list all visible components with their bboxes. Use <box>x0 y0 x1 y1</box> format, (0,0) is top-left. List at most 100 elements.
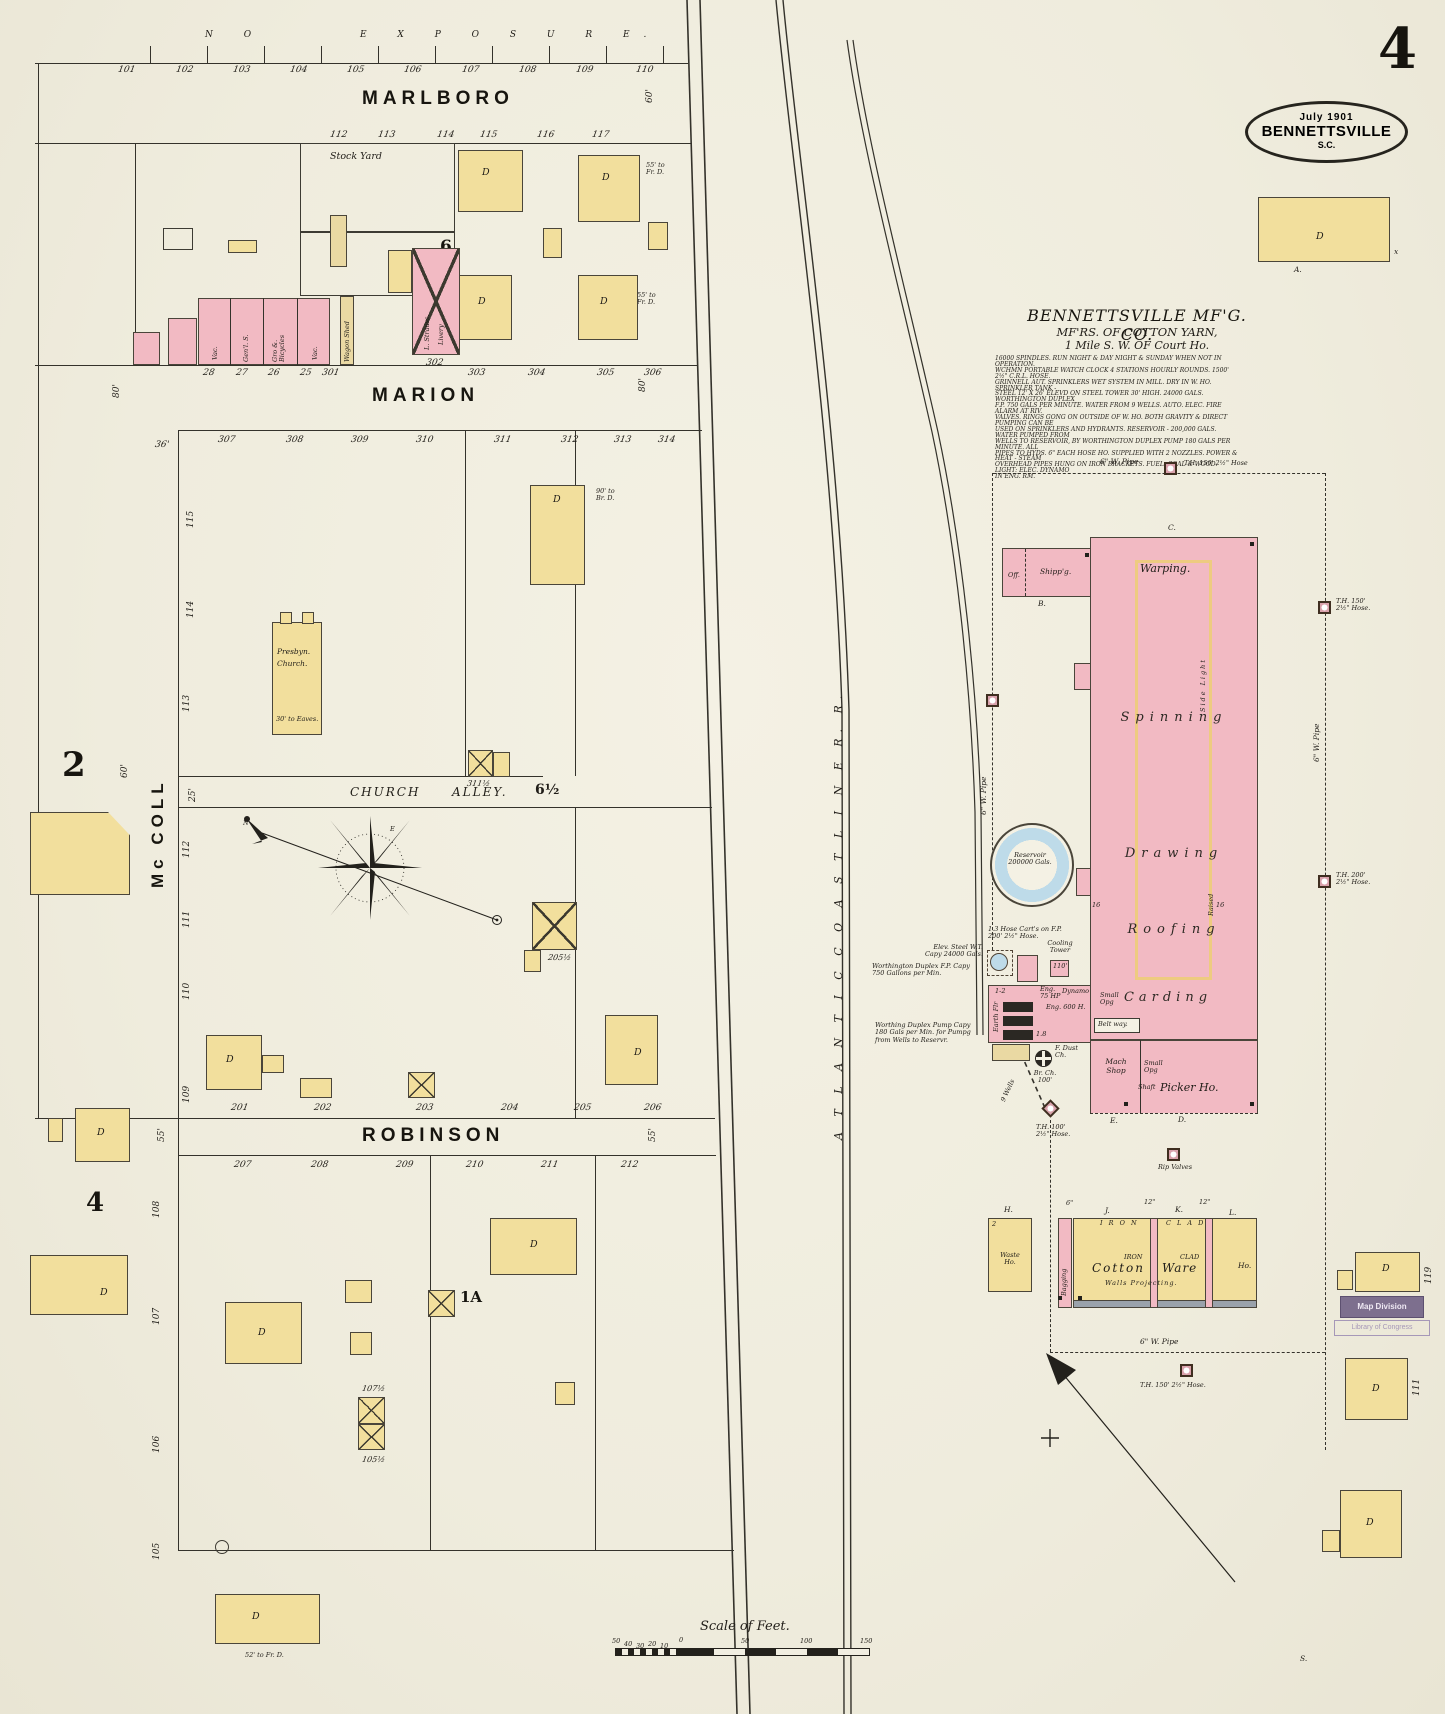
ware-label: Ware <box>1162 1261 1198 1275</box>
party-wall <box>263 298 264 365</box>
outbuilding <box>350 1332 372 1355</box>
floors-note: 1.8 <box>1036 1030 1047 1038</box>
hydrant-icon <box>1041 1099 1060 1118</box>
outbuilding <box>300 1078 332 1098</box>
roof-monitor-outline <box>1135 560 1212 980</box>
floors-note: 1-2 <box>995 987 1006 995</box>
mill-subtitle-1: MF'RS. OF COTTON YARN, <box>1056 325 1218 339</box>
dynamo-note: Dynamo <box>1062 987 1090 995</box>
roofing-label: Roofing <box>1127 922 1221 937</box>
hydrant-icon <box>1318 601 1331 614</box>
lot-number: 108 <box>518 65 538 75</box>
building-crossed <box>468 750 493 777</box>
lot-line <box>135 143 136 365</box>
outbuilding <box>524 950 541 972</box>
dimension: 25' <box>188 788 198 802</box>
lot-number: 119 <box>1424 1266 1434 1284</box>
street-line <box>35 365 698 366</box>
street-church: CHURCH <box>350 785 421 799</box>
lot-number: 201 <box>230 1103 250 1113</box>
corner-dot <box>1085 553 1089 557</box>
fire-pump-note: Worthington Duplex F.P. Capy 750 Gallons… <box>872 962 970 978</box>
alley-line <box>178 776 543 777</box>
reservoir-label: Reservoir 200000 Gals. <box>1008 851 1052 867</box>
dwelling-label: D <box>1316 231 1324 242</box>
small-opening-note: Small Opg <box>1100 991 1119 1007</box>
hydrant-label: T.H. 150' 2½" Hose <box>1184 459 1248 467</box>
lot-number: 115 <box>479 130 499 140</box>
hydrant-icon <box>1318 875 1331 888</box>
lot-tick <box>549 46 550 63</box>
no-exposure-label-exposure: E X P O S U R E. <box>360 30 661 40</box>
dimension: 60' <box>645 89 655 103</box>
lean-to <box>992 1044 1030 1061</box>
iron-clad-note: I R O N <box>1100 1219 1139 1227</box>
dimension: 80' <box>638 378 648 392</box>
lot-number: 101 <box>117 65 137 75</box>
shop-label: Vac. <box>211 346 219 360</box>
stamp-date: July 1901 <box>1299 112 1354 123</box>
building-dwelling <box>225 1302 302 1364</box>
section-letter-e: E. <box>1110 1116 1118 1125</box>
shop <box>168 318 197 365</box>
water-tank-tower <box>987 950 1013 976</box>
bagging-strip <box>1058 1218 1072 1308</box>
section-letter-d: D. <box>1178 1115 1187 1124</box>
boiler <box>1003 1016 1033 1026</box>
office-label: Off. <box>1008 571 1021 579</box>
building-dwelling <box>578 155 640 222</box>
lot-number: 211 <box>540 1160 560 1170</box>
street-number: 28 <box>202 368 216 378</box>
dimension: 55' <box>157 1128 167 1142</box>
street-number: 26 <box>267 368 281 378</box>
section-letter-j: J. <box>1105 1206 1110 1215</box>
shop-label: Vac. <box>311 346 319 360</box>
tank-icon <box>990 953 1008 971</box>
no-exposure-label-no: N O <box>205 30 266 40</box>
lot-number: 307 <box>217 435 237 445</box>
firewall <box>1150 1218 1158 1308</box>
lot-number: 110 <box>635 65 655 75</box>
lot-number: 112 <box>182 840 192 858</box>
lot-number: 212 <box>620 1160 640 1170</box>
dwelling-label: D <box>553 494 561 505</box>
dwelling-label: D <box>1372 1383 1380 1394</box>
building-crossed <box>532 902 577 950</box>
mill-main-building <box>1090 537 1258 1040</box>
lot-number: 111 <box>182 910 192 928</box>
outbuilding <box>388 250 412 293</box>
lot-number: 209 <box>395 1160 415 1170</box>
lot-number: 106 <box>403 65 423 75</box>
water-pipe <box>1050 1352 1325 1353</box>
church-tower <box>302 612 314 624</box>
lot-number: 313 <box>613 435 633 445</box>
hydrant-icon <box>986 694 999 707</box>
block-number-6: 6 <box>440 237 452 257</box>
scale-tick: 150 <box>860 1637 873 1645</box>
hydrant-label: T.H. 150' 2½" Hose. <box>1140 1381 1206 1389</box>
street-number: 302 <box>425 358 445 368</box>
hydrant-icon <box>1164 462 1177 475</box>
lot-number: 309 <box>350 435 370 445</box>
scale-tick: 50 <box>612 1637 621 1645</box>
iron-clad-note: C L A D <box>1166 1219 1206 1227</box>
party-wall <box>297 298 298 365</box>
stock-yard-label: Stock Yard <box>330 151 382 162</box>
building-dwelling <box>605 1015 658 1085</box>
railroad-label: A T L A N T I C C O A S T L I N E R. R. <box>832 689 845 1140</box>
lot-line <box>575 430 576 776</box>
outbuilding <box>345 1280 372 1303</box>
building-dwelling <box>578 275 638 340</box>
shop-label: Gen'l. S. <box>242 334 250 362</box>
street-line <box>35 63 688 64</box>
dwelling-label: D <box>100 1287 108 1298</box>
water-pipe <box>1050 1120 1051 1352</box>
lot-number: 104 <box>289 65 309 75</box>
scale-tick: 0 <box>679 1636 684 1644</box>
stamp-city: BENNETTSVILLE <box>1261 123 1392 140</box>
dwelling-label: D <box>1382 1263 1390 1274</box>
belt-way-box <box>1094 1018 1140 1033</box>
dwelling-label: D <box>478 296 486 307</box>
small-opening-note: Small Opg <box>1144 1059 1163 1075</box>
shop-label: Gro &. Bicycles <box>271 334 287 362</box>
